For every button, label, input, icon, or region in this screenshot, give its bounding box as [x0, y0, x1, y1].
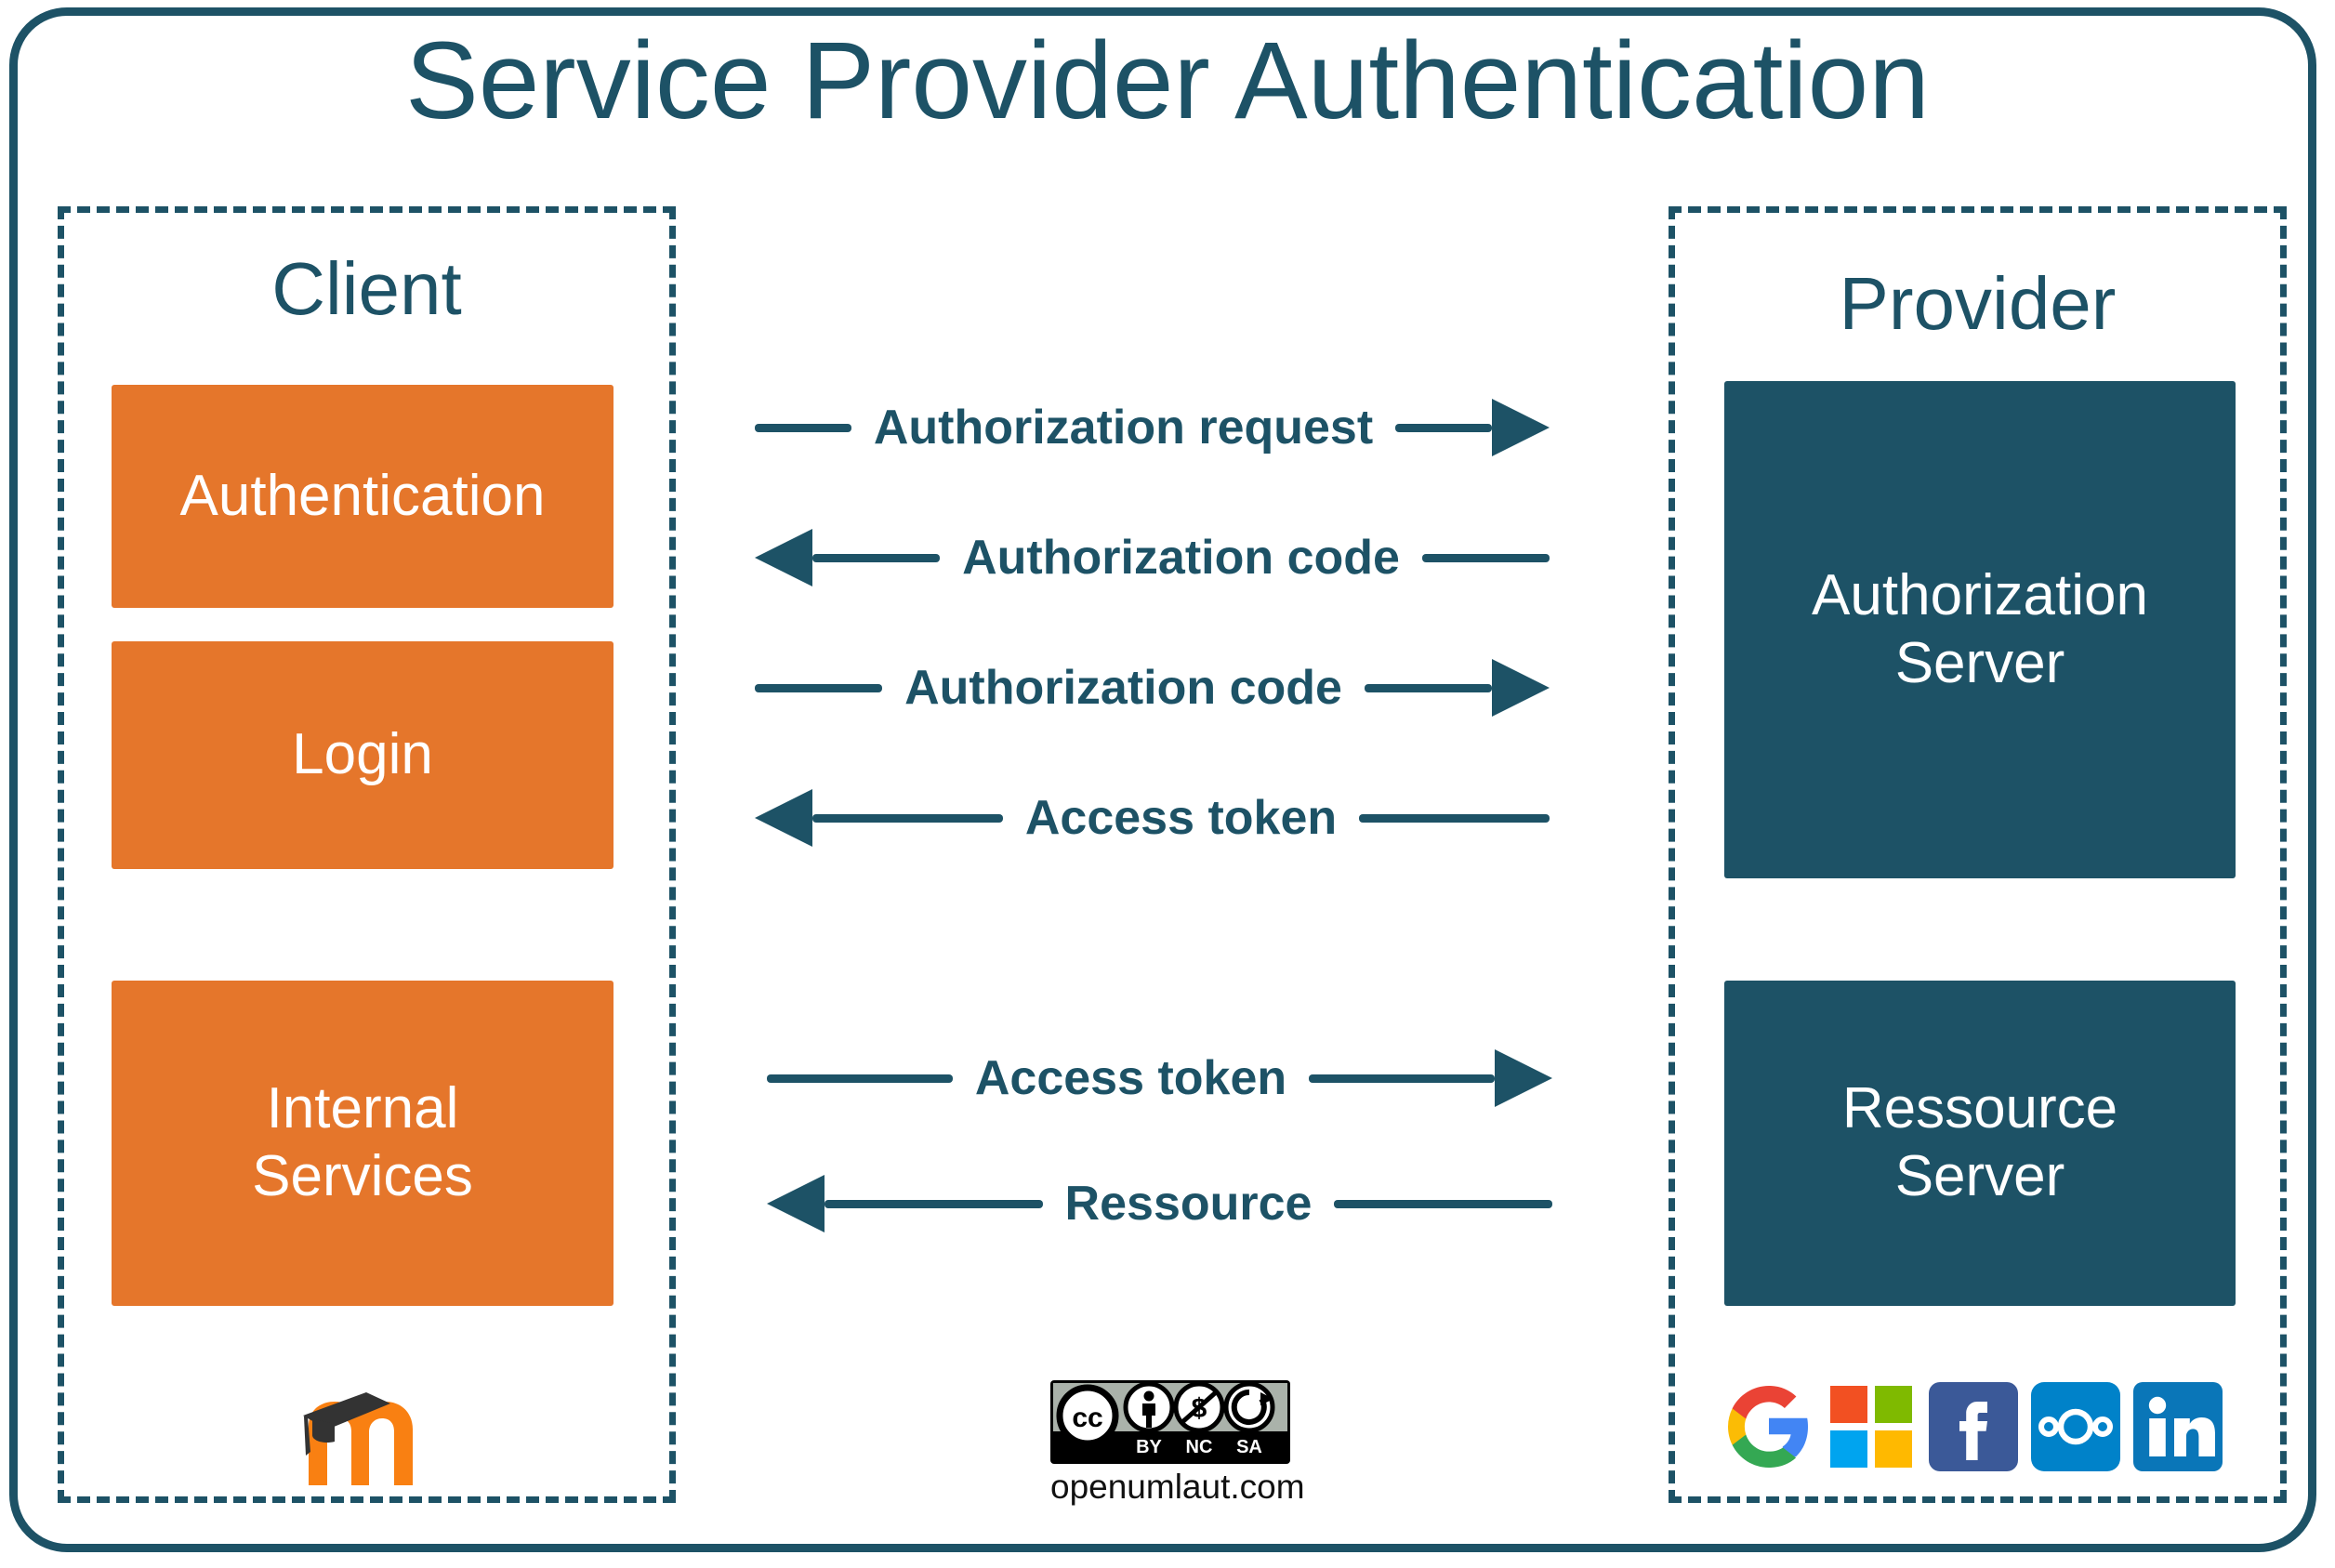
flow-access-token-in: Access token [755, 785, 1550, 850]
flow-line-right [1395, 423, 1492, 432]
flow-label: Access token [1024, 791, 1338, 845]
provider-group-box: Provider [1669, 206, 2287, 1503]
node-ressource-server-label: Ressource Server [1841, 1076, 2118, 1208]
flow-label: Access token [974, 1051, 1287, 1105]
flow-line-left [755, 683, 883, 692]
license-url-text: openumlaut.com [1050, 1468, 1305, 1506]
nextcloud-logo [2031, 1382, 2120, 1471]
svg-text:BY: BY [1136, 1437, 1162, 1457]
flow-label: Ressource [1064, 1177, 1313, 1231]
flow-line-left [755, 423, 851, 432]
moodle-logo [297, 1376, 437, 1487]
svg-text:SA: SA [1236, 1437, 1262, 1457]
license-block: cc $ BY NC SA openumlaut.com [1050, 1380, 1305, 1506]
svg-text:cc: cc [1072, 1403, 1102, 1433]
linkedin-logo [2133, 1382, 2223, 1471]
client-group-box: Client [58, 206, 676, 1503]
node-login-label: Login [292, 722, 433, 787]
flow-label: Authorization code [904, 661, 1342, 715]
arrow-right-icon [1492, 399, 1550, 456]
flow-line-right [1334, 1199, 1553, 1208]
microsoft-logo [1830, 1386, 1912, 1468]
arrow-left-icon [755, 789, 812, 847]
google-logo [1728, 1386, 1808, 1468]
flow-line-left [812, 553, 941, 562]
provider-logos [1724, 1376, 2245, 1478]
node-ressource-server[interactable]: Ressource Server [1724, 981, 2236, 1306]
flow-line-right [1421, 553, 1550, 562]
node-authentication[interactable]: Authentication [112, 385, 613, 608]
arrow-left-icon [755, 529, 812, 586]
cc-by-nc-sa-badge: cc $ BY NC SA [1050, 1380, 1290, 1464]
flow-label: Authorization code [962, 531, 1400, 585]
svg-text:NC: NC [1186, 1437, 1213, 1457]
node-internal-services-label: Internal Services [252, 1076, 473, 1208]
client-group-label: Client [271, 247, 462, 330]
arrow-right-icon [1495, 1049, 1553, 1107]
flow-authorization-request: Authorization request [755, 395, 1550, 460]
flow-line-left [825, 1199, 1043, 1208]
flow-line-right [1309, 1074, 1496, 1083]
arrow-left-icon [767, 1175, 825, 1232]
node-authorization-server-label: Authorization Server [1812, 562, 2148, 695]
flow-authorization-code-in: Authorization code [755, 525, 1550, 590]
flow-access-token-out: Access token [767, 1046, 1553, 1111]
flow-line-left [812, 813, 1003, 823]
flow-ressource-in: Ressource [767, 1171, 1553, 1236]
flow-line-right [1364, 683, 1492, 692]
node-internal-services[interactable]: Internal Services [112, 981, 613, 1306]
flow-label: Authorization request [873, 401, 1374, 455]
flow-line-right [1359, 813, 1550, 823]
flow-line-left [767, 1074, 953, 1083]
provider-group-label: Provider [1839, 262, 2117, 345]
node-authentication-label: Authentication [179, 463, 546, 528]
node-authorization-server[interactable]: Authorization Server [1724, 381, 2236, 878]
node-login[interactable]: Login [112, 641, 613, 869]
flow-authorization-code-out: Authorization code [755, 655, 1550, 720]
page-title: Service Provider Authentication [405, 20, 1930, 142]
facebook-logo [1929, 1382, 2018, 1471]
arrow-right-icon [1492, 659, 1550, 717]
